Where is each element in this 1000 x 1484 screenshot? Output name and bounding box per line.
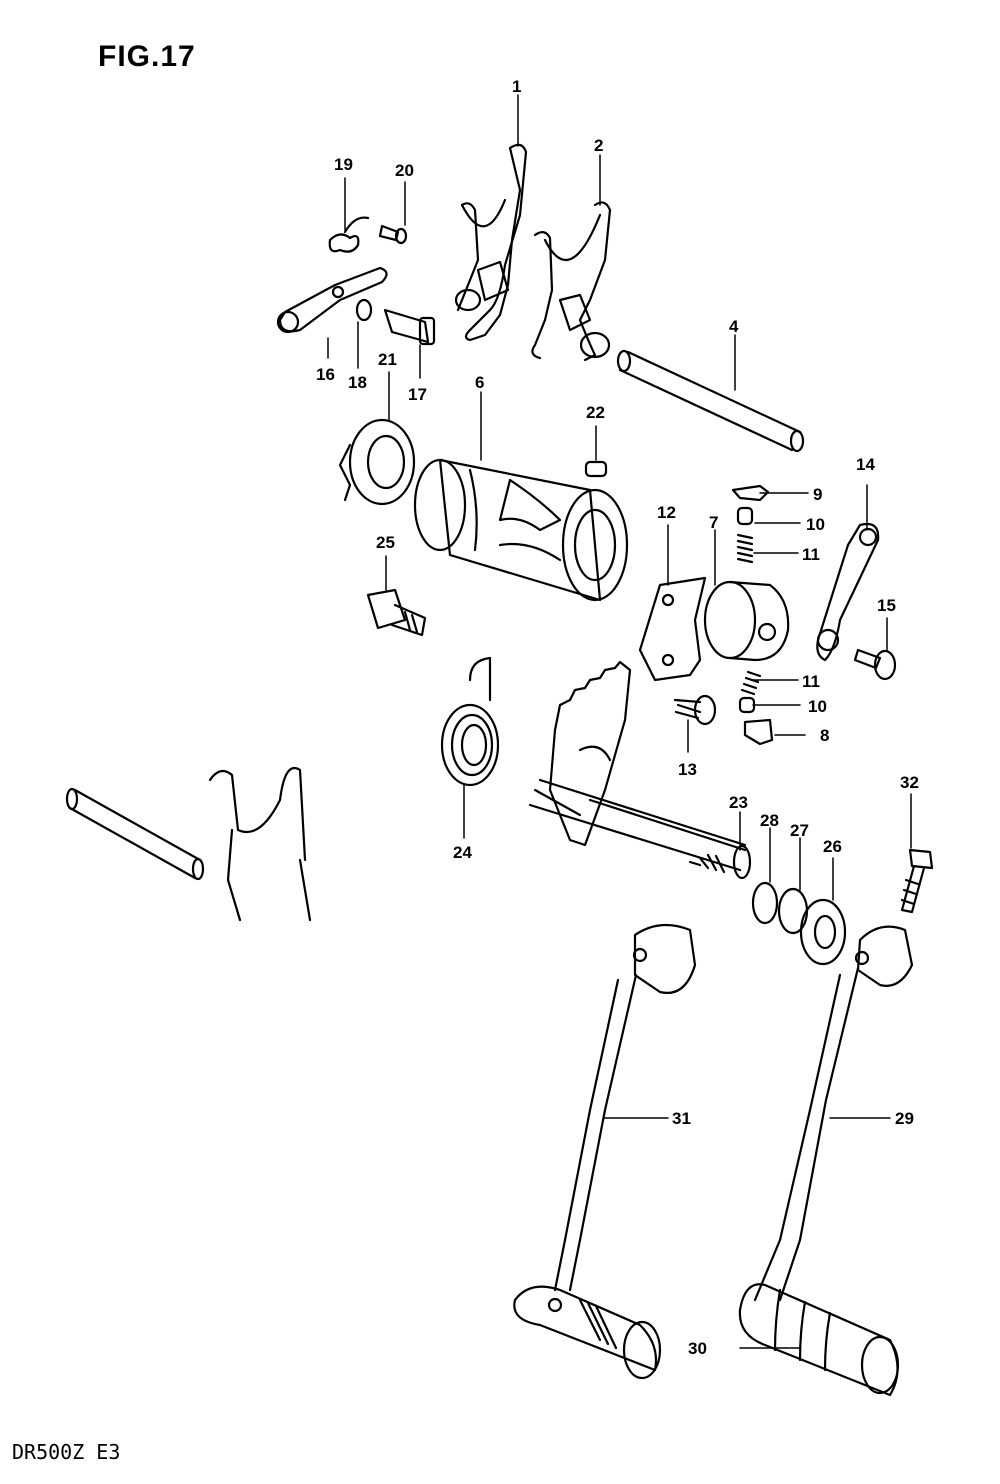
part-8-pawl bbox=[743, 718, 774, 746]
part-4-shaft bbox=[616, 349, 805, 453]
callout-11b: 11 bbox=[802, 672, 820, 691]
part-14-arm bbox=[816, 522, 880, 662]
callout-13: 13 bbox=[678, 760, 697, 779]
part-7-cam-guide bbox=[703, 580, 790, 662]
part-19-spring bbox=[328, 216, 370, 253]
part-16-stopper-arm bbox=[276, 266, 388, 334]
part-1-shift-fork bbox=[454, 143, 528, 342]
part-20-pin bbox=[378, 224, 408, 245]
callout-8: 8 bbox=[820, 726, 829, 745]
callout-19: 19 bbox=[334, 155, 353, 174]
part-26-oil-seal bbox=[799, 898, 847, 966]
part-6-shift-drum bbox=[413, 458, 629, 602]
part-32-bolt bbox=[900, 848, 934, 914]
callout-28: 28 bbox=[760, 811, 779, 830]
part-13-screw bbox=[673, 694, 717, 726]
callout-26: 26 bbox=[823, 837, 842, 856]
callout-21: 21 bbox=[378, 350, 397, 369]
part-29-shift-lever bbox=[753, 925, 914, 1302]
callout-6: 6 bbox=[475, 373, 484, 392]
callout-18: 18 bbox=[348, 373, 367, 392]
callout-30: 30 bbox=[688, 1339, 707, 1358]
part-10-pin-lower bbox=[738, 696, 756, 714]
part-12-plate bbox=[638, 576, 707, 682]
figure-title: FIG.17 bbox=[98, 40, 196, 73]
callout-10a: 10 bbox=[806, 515, 825, 534]
callout-9: 9 bbox=[813, 485, 822, 504]
callout-7: 7 bbox=[709, 513, 718, 532]
part-11-spring-lower bbox=[740, 670, 762, 696]
callout-31: 31 bbox=[672, 1109, 691, 1128]
callout-17: 17 bbox=[408, 385, 427, 404]
callout-14: 14 bbox=[856, 455, 875, 474]
callout-20: 20 bbox=[395, 161, 414, 180]
part-15-screw bbox=[853, 648, 897, 681]
part-9-pawl bbox=[731, 484, 770, 502]
part-24-spring bbox=[440, 656, 500, 787]
callout-11a: 11 bbox=[802, 545, 820, 564]
part-30-lever-rubber bbox=[738, 1283, 900, 1397]
part-11-spring bbox=[736, 533, 754, 564]
callout-2: 2 bbox=[594, 136, 603, 155]
part-17-bolt bbox=[383, 308, 436, 346]
callout-labels: 1 2 4 6 7 8 9 10 10 11 11 12 13 14 15 16… bbox=[316, 77, 919, 1358]
part-22-pin bbox=[584, 460, 608, 478]
callout-25: 25 bbox=[376, 533, 395, 552]
callout-10b: 10 bbox=[808, 697, 827, 716]
leader-lines bbox=[327, 94, 912, 1349]
callout-16: 16 bbox=[316, 365, 335, 384]
part-31-shift-lever bbox=[513, 923, 697, 1380]
callout-12: 12 bbox=[657, 503, 676, 522]
part-23-shift-shaft bbox=[528, 660, 752, 880]
model-code: DR500Z E3 bbox=[12, 1440, 121, 1464]
callout-23: 23 bbox=[729, 793, 748, 812]
part-27-washer bbox=[777, 887, 809, 935]
part-2-shift-fork bbox=[531, 201, 612, 362]
callout-32: 32 bbox=[900, 773, 919, 792]
faded-fork-assembly bbox=[65, 767, 312, 922]
part-21-plate bbox=[338, 418, 416, 506]
callout-1: 1 bbox=[512, 77, 521, 96]
part-25-bolt bbox=[366, 588, 427, 637]
part-18-washer bbox=[355, 298, 373, 322]
callout-29: 29 bbox=[895, 1109, 914, 1128]
callout-27: 27 bbox=[790, 821, 809, 840]
callout-22: 22 bbox=[586, 403, 605, 422]
callout-15: 15 bbox=[877, 596, 896, 615]
callout-4: 4 bbox=[729, 317, 739, 336]
callout-24: 24 bbox=[453, 843, 472, 862]
part-28-circlip bbox=[751, 881, 779, 925]
part-10-pin bbox=[736, 506, 754, 526]
